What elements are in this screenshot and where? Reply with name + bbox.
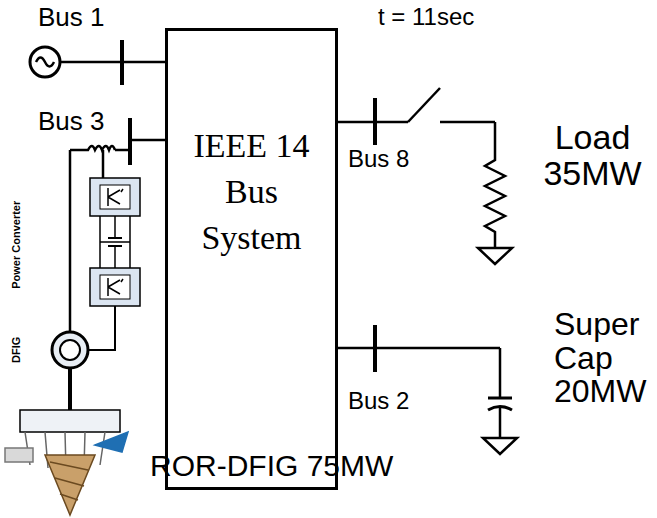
converter-box — [90, 268, 140, 306]
bus-label: Bus 3 — [38, 108, 105, 135]
generator-label: ROR-DFIG 75MW — [150, 450, 393, 482]
ground-symbol — [478, 248, 512, 264]
component-label: Power Converter — [11, 201, 23, 289]
bus-label: Bus 1 — [38, 4, 105, 31]
resistor-symbol — [485, 122, 505, 248]
system-box: IEEE 14 Bus System — [165, 28, 338, 490]
system-title: IEEE 14 Bus System — [187, 123, 317, 261]
bus-label: Bus 2 — [348, 388, 409, 413]
capacitor-symbol — [488, 397, 512, 400]
bus-bar — [120, 40, 124, 85]
generator-symbol — [30, 47, 60, 77]
component-label: DFIG — [11, 337, 23, 363]
converter-box — [90, 178, 140, 216]
load-label: Load 35MW — [535, 120, 650, 191]
turbine-illustration — [5, 410, 128, 515]
ground-symbol — [483, 438, 517, 454]
inductor-symbol — [70, 146, 115, 150]
supercap-label: Super Cap 20MW — [554, 308, 652, 409]
switch-symbol — [408, 88, 440, 122]
bus-label: Bus 8 — [348, 146, 409, 171]
bus-bar — [128, 118, 132, 165]
dfig-symbol — [52, 332, 88, 368]
switch-label: t = 11sec — [378, 4, 474, 29]
